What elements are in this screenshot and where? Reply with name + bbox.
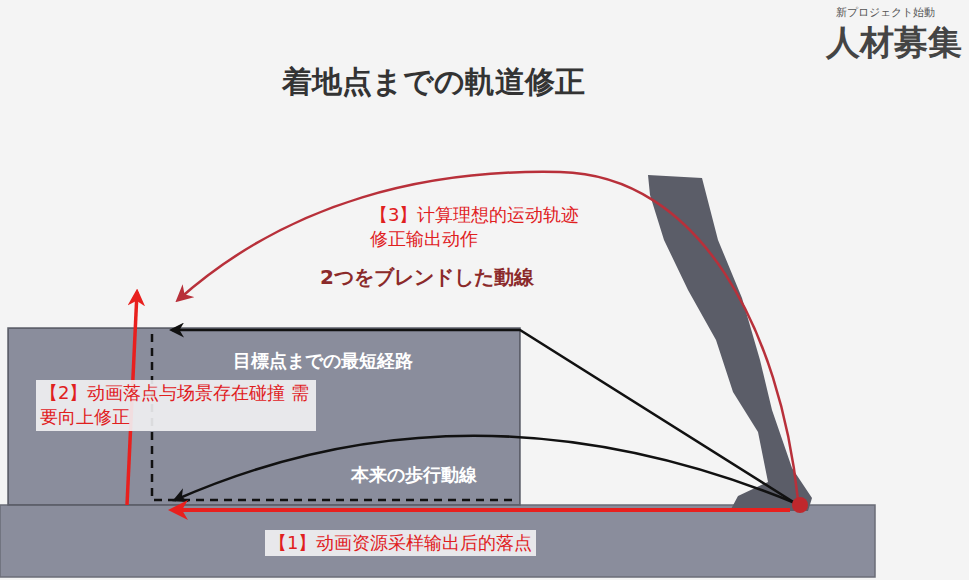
step-block-fill <box>8 328 520 505</box>
annotation-note: 【3】计算理想的运动轨迹 修正输出动作 <box>370 203 598 252</box>
foot-point <box>792 497 808 513</box>
watermark: 人材募集 <box>826 20 962 66</box>
path-label: 2つをブレンドした動線 <box>320 264 534 291</box>
walk-path-curve <box>175 436 795 503</box>
leg-silhouette <box>648 175 812 511</box>
diagram-title: 着地点までの軌道修正 <box>282 62 585 103</box>
sample-landing-arrow <box>172 508 790 512</box>
ground-band <box>0 505 875 577</box>
watermark-small: 新プロジェクト始動 <box>836 6 935 21</box>
blended-path-curve <box>178 172 798 500</box>
path-label: 本来の歩行動線 <box>351 463 477 487</box>
annotation-note: 【2】动画落点与场景存在碰撞 需要向上修正 <box>36 380 316 431</box>
annotation-note: 【1】动画资源采样输出后的落点 <box>265 530 536 556</box>
path-label: 目標点までの最短経路 <box>233 349 413 373</box>
